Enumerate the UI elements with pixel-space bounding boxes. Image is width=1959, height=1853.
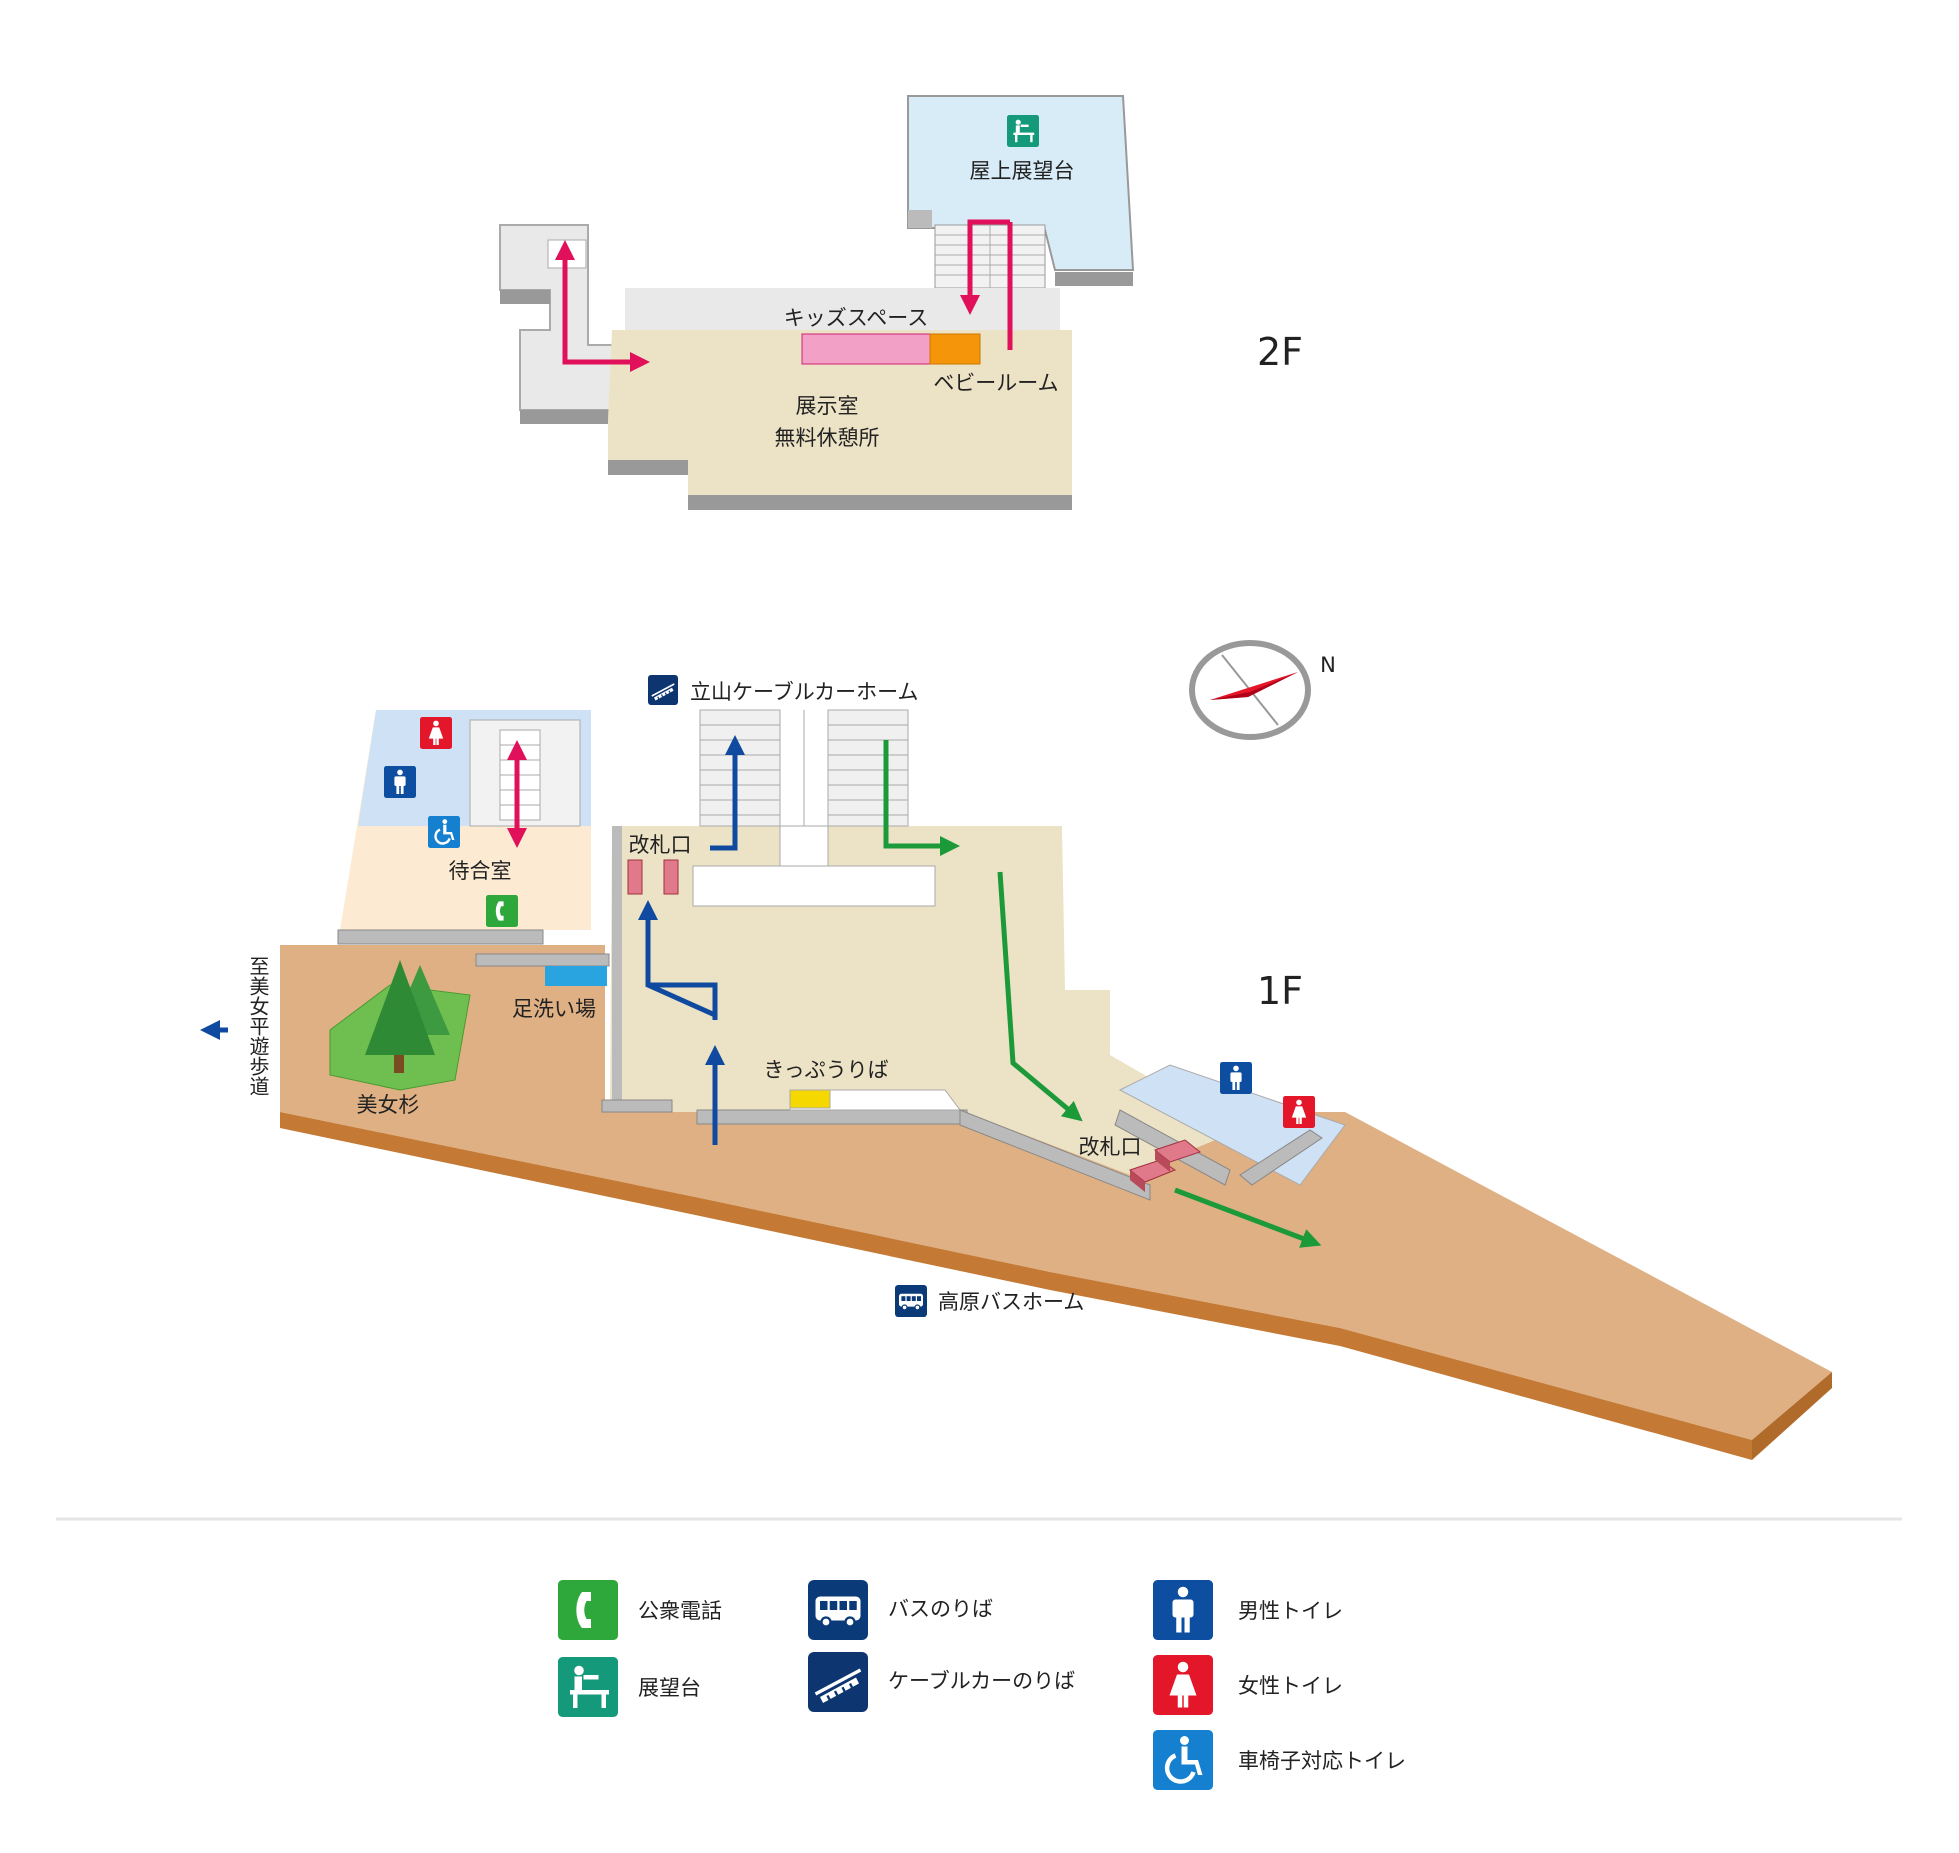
legend: 公衆電話 展望台 バスのりば ケーブルカーのりば 男性トイレ 女性トイレ 車椅子… xyxy=(558,1580,1406,1790)
bijosugi-tree-area xyxy=(329,960,471,1091)
observation-deck-icon xyxy=(1007,115,1039,147)
legend-label: 車椅子対応トイレ xyxy=(1238,1749,1406,1773)
legend-label: 公衆電話 xyxy=(638,1599,722,1623)
cable-car-icon xyxy=(648,675,678,705)
waiting-room-stairs xyxy=(499,729,541,821)
legend-item: ケーブルカーのりば xyxy=(808,1652,1075,1712)
compass: N xyxy=(1189,640,1336,740)
ticket-office-label: きっぷうりば xyxy=(763,1058,888,1082)
baby-room-area xyxy=(929,333,981,365)
legend-item: 展望台 xyxy=(558,1657,701,1717)
rooftop-deck-label: 屋上展望台 xyxy=(970,159,1075,183)
legend-label: 男性トイレ xyxy=(1238,1599,1343,1623)
observation-deck-icon xyxy=(558,1657,618,1717)
female-toilet-icon xyxy=(420,717,452,749)
legend-item: 公衆電話 xyxy=(558,1580,722,1640)
stairs-to-rooftop xyxy=(934,224,1046,289)
female-toilet-icon xyxy=(1153,1655,1213,1715)
floor-1f-plan: N 立山ケーブルカーホーム 改札口 待合室 足洗い場 きっぷうりば 美女杉 改札… xyxy=(200,640,1832,1460)
legend-item: 男性トイレ xyxy=(1153,1580,1343,1640)
male-toilet-icon xyxy=(1153,1580,1213,1640)
male-toilet-icon xyxy=(384,766,416,798)
compass-north-label: N xyxy=(1320,653,1336,677)
accessible-toilet-icon xyxy=(1153,1730,1213,1790)
bijosugi-label: 美女杉 xyxy=(357,1093,420,1117)
bus-icon xyxy=(895,1285,927,1317)
bus-platform-label: 高原バスホーム xyxy=(938,1290,1084,1314)
walkway-direction-label: 至美女平遊歩道 xyxy=(246,956,270,1096)
foot-wash-label: 足洗い場 xyxy=(512,997,596,1021)
legend-item: 車椅子対応トイレ xyxy=(1153,1730,1406,1790)
cable-car-platform-label: 立山ケーブルカーホーム xyxy=(690,680,918,704)
floor-2f-plan: 屋上展望台 キッズスペース ベビールーム 展示室 無料休憩所 2F xyxy=(499,95,1303,510)
legend-label: バスのりば xyxy=(888,1597,993,1621)
public-phone-icon xyxy=(558,1580,618,1640)
bus-icon xyxy=(808,1580,868,1640)
accessible-toilet-icon xyxy=(428,816,460,848)
ticket-gate-bus-label: 改札口 xyxy=(1079,1135,1142,1159)
legend-label: 女性トイレ xyxy=(1238,1674,1343,1698)
exhibition-label-line2: 無料休憩所 xyxy=(775,426,880,450)
public-phone-icon xyxy=(486,895,518,927)
legend-label: 展望台 xyxy=(638,1676,701,1700)
kids-space-label: キッズスペース xyxy=(784,306,928,330)
legend-item: 女性トイレ xyxy=(1153,1655,1343,1715)
cable-car-platform-stairs xyxy=(699,709,909,867)
waiting-room-label: 待合室 xyxy=(449,859,512,883)
baby-room-label: ベビールーム xyxy=(933,371,1058,395)
floor-label-2f: 2F xyxy=(1257,330,1303,374)
kids-space-area xyxy=(801,333,931,365)
female-toilet-icon xyxy=(1283,1096,1315,1128)
ticket-gate-main-label: 改札口 xyxy=(629,833,692,857)
cable-car-icon xyxy=(808,1652,868,1712)
floor-label-1f: 1F xyxy=(1257,969,1303,1013)
male-toilet-icon xyxy=(1220,1062,1252,1094)
legend-label: ケーブルカーのりば xyxy=(888,1669,1075,1693)
legend-item: バスのりば xyxy=(808,1580,993,1640)
exhibition-label-line1: 展示室 xyxy=(796,394,859,418)
